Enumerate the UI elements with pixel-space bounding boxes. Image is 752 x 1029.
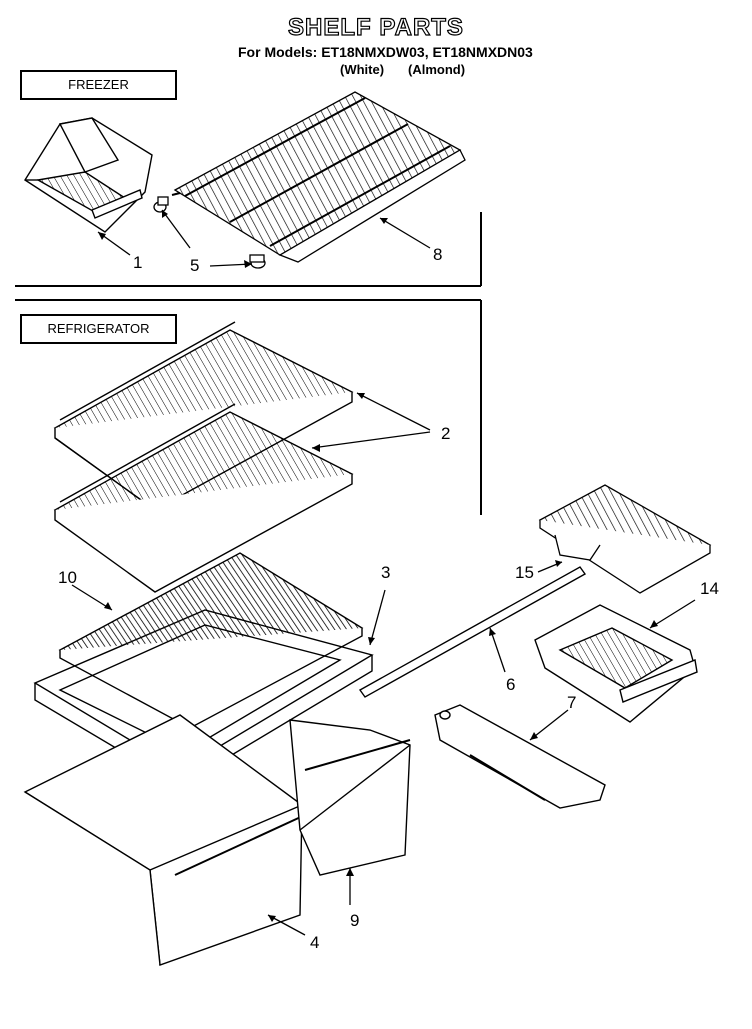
callout-8: 8: [433, 245, 443, 264]
shelf-bracket-part-5: [153, 196, 266, 269]
drawer-slide-part-7: [434, 704, 606, 809]
callout-4: 4: [310, 933, 320, 952]
crisper-drawer-part-4: [23, 714, 306, 966]
callout-1: 1: [133, 253, 143, 272]
color-white-label: (White): [340, 62, 385, 77]
meat-keeper-part-14: [534, 604, 698, 723]
leader-arrows: [98, 210, 658, 922]
freezer-section-label: FREEZER: [20, 70, 177, 100]
callout-7: 7: [567, 693, 577, 712]
callout-14: 14: [700, 579, 719, 598]
color-almond-label: (Almond): [408, 62, 466, 77]
callout-2: 2: [441, 424, 451, 443]
callout-15: 15: [515, 563, 534, 582]
page-title: SHELF PARTS: [287, 13, 464, 41]
refrigerator-section-label: REFRIGERATOR: [20, 314, 177, 344]
refrigerator-section-frame: [15, 299, 482, 515]
crisper-drawer-part-9: [289, 719, 411, 876]
callout-6: 6: [506, 675, 516, 694]
models-line: For Models: ET18NMXDW03, ET18NMXDN03: [238, 44, 533, 60]
callout-3: 3: [381, 563, 391, 582]
freezer-bin-part-1: [24, 117, 153, 233]
trim-strip-part-6: [358, 566, 587, 698]
small-shelf-part-15: [538, 484, 712, 594]
callout-10: 10: [58, 568, 77, 587]
freezer-wire-shelf-part-8: [171, 91, 466, 263]
refrigerator-shelf-lower-part-2: [53, 403, 354, 593]
callout-5: 5: [190, 256, 200, 275]
freezer-section-frame: [15, 212, 482, 287]
callout-9: 9: [350, 911, 360, 930]
